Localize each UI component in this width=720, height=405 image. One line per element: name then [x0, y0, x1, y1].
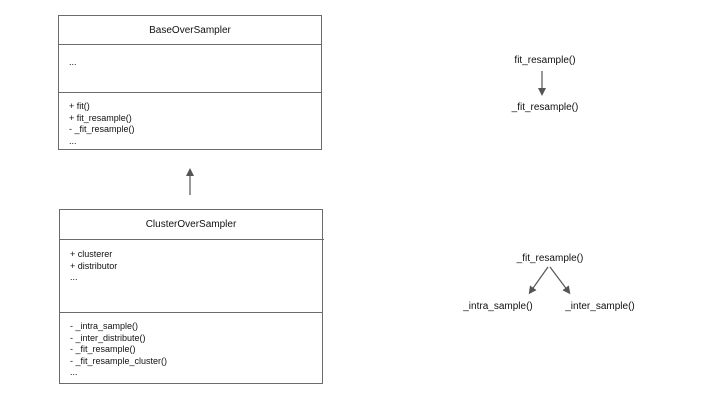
flow-top-caller: fit_resample() — [514, 55, 575, 66]
base-class-name: BaseOverSampler — [59, 16, 321, 45]
cluster-method-line: - _fit_resample() — [70, 344, 136, 354]
base-method-line: - _fit_resample() — [69, 124, 135, 134]
flow-top-callee: _fit_resample() — [511, 102, 579, 113]
base-method-line: ... — [69, 135, 77, 146]
base-attribute-line: ... — [69, 57, 77, 67]
cluster-method-line: ... — [70, 367, 78, 377]
cluster-method-line: - _intra_sample() — [70, 321, 139, 331]
cluster-title-divider — [60, 239, 324, 240]
base-class-attributes: ... — [59, 45, 321, 93]
cluster-class-attributes: + clusterer + distributor ... — [60, 239, 322, 313]
cluster-attribute-line: + clusterer — [70, 249, 113, 259]
cluster-class-name: ClusterOverSampler — [145, 219, 237, 230]
flow-bottom-left-callee: _intra_sample() — [462, 301, 532, 312]
base-method-line: + fit_resample() — [69, 112, 132, 123]
flow-bottom-left-arrow — [528, 266, 549, 295]
cluster-method-line: - _inter_distribute() — [70, 332, 146, 343]
cluster-attribute-line: ... — [70, 272, 78, 282]
cluster-class-methods: - _intra_sample() - _inter_distribute() … — [60, 313, 322, 379]
flow-bottom-caller: _fit_resample() — [516, 253, 584, 264]
flow-bottom-right-arrow — [549, 266, 571, 295]
flow-bottom-right-callee: _inter_sample() — [564, 301, 634, 312]
base-class-methods: + fit() + fit_resample() - _fit_resample… — [59, 93, 321, 147]
base-oversampler-class-box: BaseOverSampler ... + fit() + fit_resamp… — [58, 15, 322, 150]
cluster-attribute-line: + distributor — [70, 260, 118, 271]
cluster-oversampler-class-box: ClusterOverSampler + clusterer + distrib… — [59, 209, 324, 384]
base-method-line: + fit() — [69, 101, 90, 111]
cluster-method-line: - _fit_resample_cluster() — [70, 355, 168, 366]
